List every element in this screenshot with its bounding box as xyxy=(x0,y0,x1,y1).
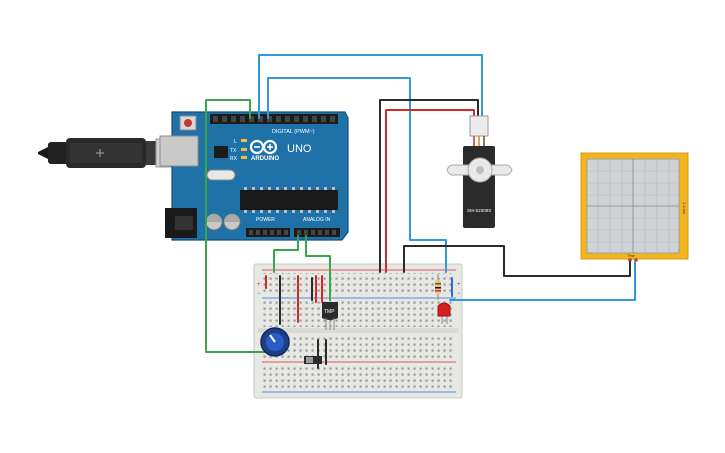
wire-green-analog-a xyxy=(273,235,299,273)
wire-black-scope xyxy=(403,245,631,277)
svg-text:−: − xyxy=(457,291,461,297)
wire-green-analog-b xyxy=(305,235,331,301)
scope-probe-label: Time xyxy=(627,254,635,258)
resistor xyxy=(435,274,441,300)
arduino-logo xyxy=(249,139,278,155)
breadboard: + − + − xyxy=(253,263,463,399)
wire-black-servo xyxy=(379,99,479,273)
led[interactable] xyxy=(437,302,451,324)
oscilloscope[interactable]: 1.4 ms Time xyxy=(580,152,689,262)
led-rx-label: RX xyxy=(230,156,238,162)
arduino-brand: ARDUINO xyxy=(251,156,279,162)
temperature-sensor[interactable]: TMP xyxy=(322,302,338,330)
wire-blue-scope xyxy=(449,261,636,301)
wire-red-servo xyxy=(385,109,475,273)
servo-motor[interactable]: SM-S2309S xyxy=(446,115,513,228)
digital-header-label: DIGITAL (PWM~) xyxy=(272,129,315,135)
servo-model-label: SM-S2309S xyxy=(467,208,491,213)
analog-header-label: ANALOG IN xyxy=(303,217,331,223)
wire-blue-servo xyxy=(258,54,483,119)
wire-green-pot xyxy=(205,99,273,353)
power-header-label: POWER xyxy=(256,217,275,223)
potentiometer[interactable] xyxy=(260,327,290,357)
led-l-label: L xyxy=(234,139,237,145)
sensor-label: TMP xyxy=(324,309,335,315)
slide-switch[interactable] xyxy=(304,356,322,364)
arduino-board: DIGITAL (PWM~) L TX RX ARDUINO UNO xyxy=(159,111,349,241)
svg-text:−: − xyxy=(257,291,261,297)
arduino-model: UNO xyxy=(287,143,312,155)
svg-text:+: + xyxy=(457,282,461,288)
svg-text:+: + xyxy=(257,282,261,288)
scope-side-label: 1.4 ms xyxy=(682,202,687,214)
led-tx-label: TX xyxy=(230,148,237,154)
wiring xyxy=(205,54,636,369)
